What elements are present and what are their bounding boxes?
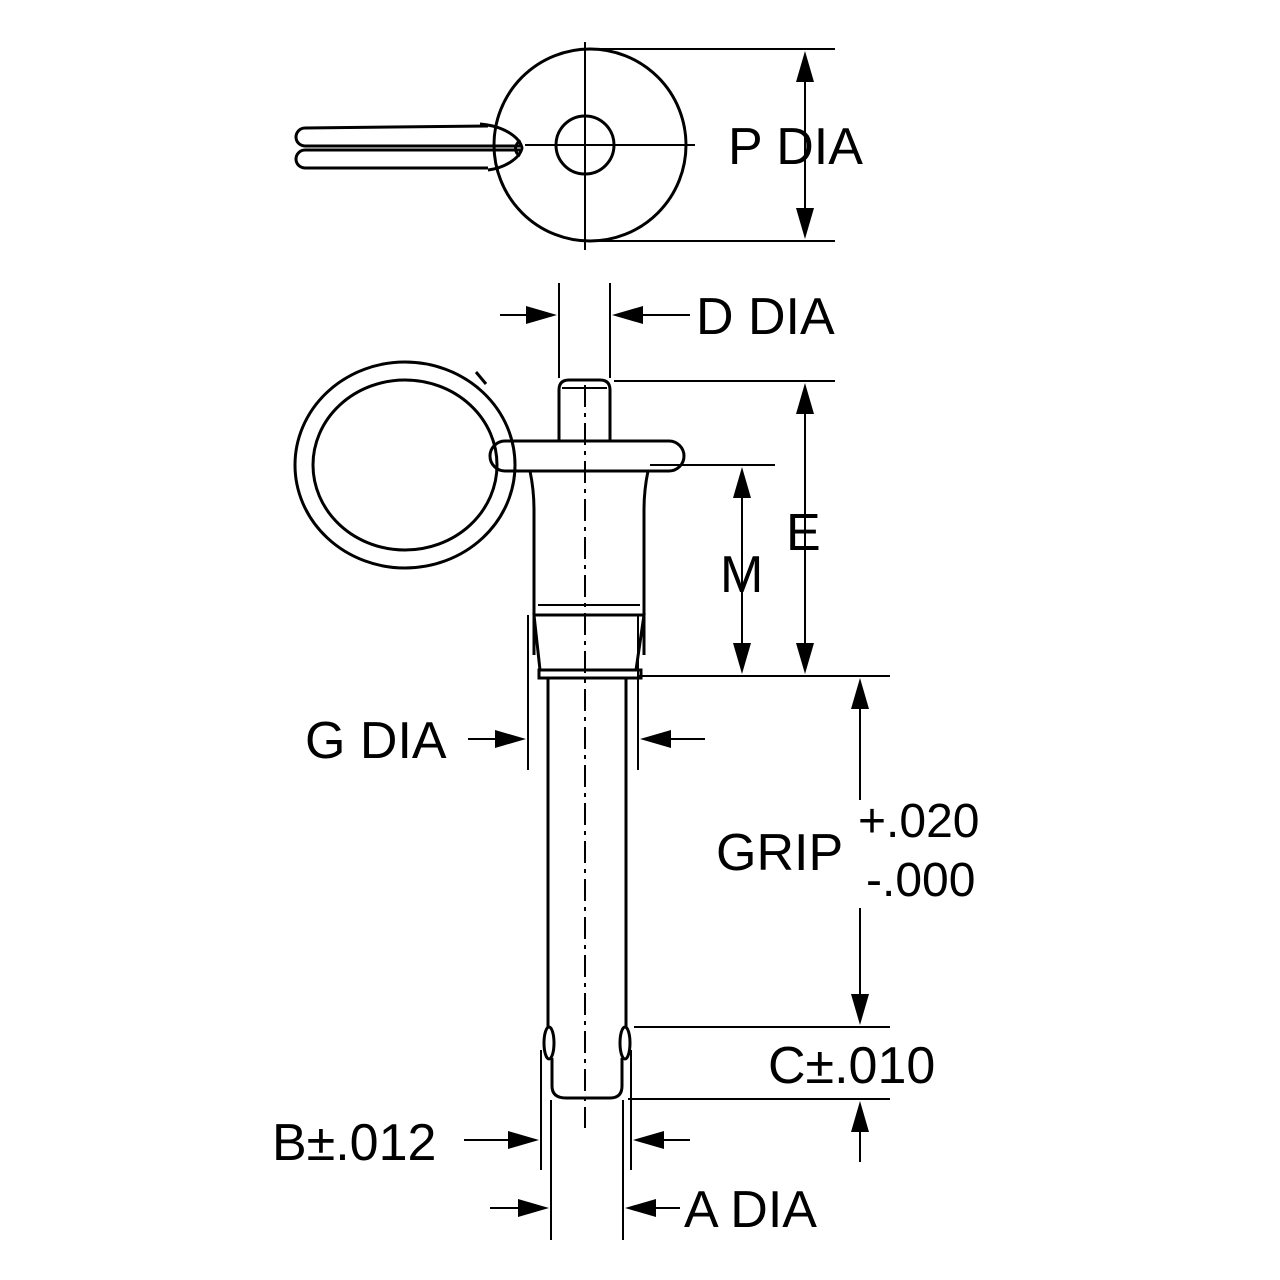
d-dia-label: D DIA [696,288,835,346]
ring-edge-view [294,122,524,172]
p-dia-label: P DIA [728,118,863,176]
d-dia-arrow-right [612,306,643,324]
pin-tip [550,1058,624,1100]
head-flange [488,439,686,473]
d-dia-arrow-left [526,306,557,324]
g-dia-label: G DIA [305,712,447,770]
pull-ring [293,360,517,570]
p-dia-arrow-top [796,51,814,82]
m-label: M [720,546,763,604]
collar-shoulder [537,668,643,680]
grip-label: GRIP [716,824,843,882]
grip-minus-tolerance: -.000 [866,854,975,907]
grip-arrow-top [851,678,869,709]
b-tolerance-label: B±.012 [272,1114,436,1172]
a-dia-label: A DIA [684,1181,817,1239]
grip-arrow-bottom [851,994,869,1025]
tapered-collar [532,613,646,672]
grip-plus-tolerance: +.020 [858,795,979,848]
b-arrow-left [508,1131,539,1149]
a-dia-arrow-left [518,1199,549,1217]
g-dia-arrow-left [495,730,526,748]
locking-balls [542,1025,632,1061]
e-arrow-bottom [796,643,814,674]
p-dia-arrow-bottom [796,208,814,239]
m-arrow-top [733,467,751,498]
b-arrow-right [633,1131,664,1149]
handle-body [528,470,650,655]
c-tolerance-label: C±.010 [768,1037,935,1095]
e-arrow-top [796,383,814,414]
side-view: D DIA [272,283,979,1240]
a-dia-arrow-right [625,1199,656,1217]
push-button [557,378,612,442]
top-view: P DIA [294,42,863,250]
e-label: E [786,504,821,562]
m-arrow-bottom [733,643,751,674]
c-arrow-up [851,1101,869,1132]
g-dia-arrow-right [640,730,671,748]
